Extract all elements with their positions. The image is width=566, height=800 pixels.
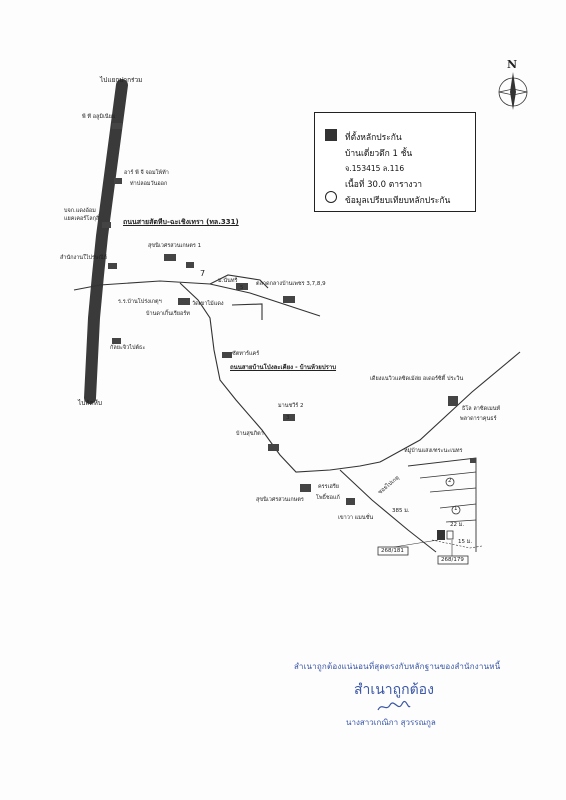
label-distance-385: 385 ม.	[392, 508, 410, 514]
road-side	[231, 303, 263, 320]
label-top-highway: ไปแยกปากร่วม	[100, 76, 143, 84]
label-store-sign: 7	[200, 269, 206, 278]
house-icon	[283, 414, 295, 421]
label-plot-1: 268/181	[381, 548, 404, 554]
label-house-mid: บ้านสุขภิตา	[236, 431, 264, 437]
building-icon	[112, 123, 122, 129]
comparison-marker	[446, 530, 454, 540]
label-distance-15: 15 ม.	[458, 539, 473, 545]
plot-box-1	[377, 546, 409, 556]
label-near-3: สุขนิเวศรสวนเกษตร	[256, 497, 304, 503]
legend-collateral-label: ที่ตั้งหลักประกัน	[345, 133, 402, 143]
stamp-line-1: สำเนาถูกต้องแน่นอนที่สุดตรงกับหลักฐานของ…	[294, 662, 501, 671]
road-connector	[209, 274, 269, 289]
building-icon	[114, 178, 122, 184]
plot-box-2	[437, 555, 469, 565]
plot-circle-1	[451, 505, 461, 515]
legend: ที่ตั้งหลักประกัน บ้านเดี่ยวตึก 1 ชั้น จ…	[314, 112, 476, 212]
label-near-4: เขาวา แมนชั่น	[338, 515, 374, 521]
label-plaza: พลาดาราคุนธร์	[460, 416, 497, 422]
certification-stamp: สำเนาถูกต้องแน่นอนที่สุดตรงกับหลักฐานของ…	[270, 652, 510, 732]
label-plot-marker-1: 1	[454, 506, 458, 512]
label-village-right: เดียงแนวิวแลซิดเม้ล่ย อเดอร์ซิตี้ ประวิน	[370, 376, 464, 382]
stamp-line-2: สำเนาถูกต้อง	[354, 682, 434, 698]
label-near-2: โพธิ์ชอแก้	[316, 495, 340, 501]
label-road-331: ถนนสายสัตหีบ-ฉะเชิงเทรา (ทล.331)	[123, 218, 239, 226]
label-sign-5: 5	[240, 285, 244, 291]
building-icon	[186, 262, 194, 268]
lane-4	[445, 519, 477, 523]
stamp-line-3: นางสาวเกณิกา สุวรรณกูล	[346, 718, 436, 727]
label-sign-left: บ้านดาเกิ้นเรียอร์ท	[146, 311, 190, 317]
plot-leader-1	[393, 539, 439, 548]
lane-3	[439, 503, 477, 509]
label-sign-3: 3	[286, 415, 290, 421]
label-house-right: ธิโล ลาซิดเมนท์	[462, 406, 501, 412]
collateral-marker-icon	[325, 129, 337, 141]
north-label: N	[507, 58, 518, 71]
lane-1	[419, 471, 477, 479]
label-shop-left: กัลยะจิวไปต์ธะ	[110, 345, 146, 351]
label-plot-marker-2: 2	[448, 478, 452, 484]
label-pt-station: อาร์ พี จี จอมโพ้ท้า	[124, 170, 169, 176]
house-icon	[178, 298, 190, 305]
building-icon	[448, 396, 458, 406]
compass: N	[493, 58, 533, 116]
label-village-right-2: หมู่บ้านแสงเฑระนะเนทร	[404, 448, 463, 454]
label-road-mid: ถนนสายบ้านโป่งละเคียง - บ้านห้วยปราบ	[230, 364, 337, 371]
building-icon	[346, 498, 355, 505]
landmarks	[102, 123, 476, 505]
parcel-line	[431, 539, 483, 549]
road-to-property	[339, 469, 437, 553]
label-bottom-highway: ไปสัตหีบ	[78, 399, 102, 407]
label-near-1: ครรเฮรีย	[318, 484, 340, 490]
label-cafe: ซัตทาร์แคร์	[232, 351, 260, 357]
label-shop: ม.นันทรี	[218, 278, 238, 284]
property-marker	[437, 530, 445, 540]
label-clinic: วัดเขาไม้แดง	[192, 301, 224, 307]
label-temple: ร.ร.บ้านโปร่งเกตุฯ	[118, 299, 162, 305]
road-331-branch	[73, 280, 321, 317]
label-market-road: ตลาดกลางบ้านเพชร 3,7,8,9	[256, 281, 326, 287]
legend-deed: จ.153415 ล.116	[345, 164, 405, 173]
label-school-left-2: แยคเคอร์โลกุลี่	[64, 216, 100, 222]
plot-circle-2	[445, 477, 455, 487]
building-icon	[470, 458, 476, 463]
highway-331	[84, 79, 128, 404]
building-icon	[102, 222, 111, 228]
label-plot-2: 268/179	[441, 557, 464, 563]
comparison-marker-icon	[325, 191, 337, 203]
legend-property-type: บ้านเดี่ยวตึก 1 ชั้น	[345, 149, 413, 159]
label-distance-22: 22 ม.	[450, 522, 465, 528]
legend-comparison-label: ข้อมูลเปรียบเทียบหลักประกัน	[345, 196, 451, 206]
label-office-left: สำนักงานใไปรษณีย์	[60, 255, 107, 261]
legend-area: เนื้อที่ 30.0 ตารางวา	[345, 180, 423, 190]
house-icon	[268, 444, 279, 451]
house-icon	[300, 484, 311, 492]
road-winding	[179, 282, 521, 473]
compass-rose-icon	[498, 72, 528, 110]
lane-2	[429, 487, 477, 493]
building-icon	[222, 352, 232, 358]
house-icon	[283, 296, 295, 303]
house-icon	[164, 254, 176, 261]
signature	[377, 700, 411, 711]
label-gas-station: พี ที อลูมิเนียม	[82, 114, 116, 120]
house-icon	[236, 283, 248, 290]
label-pt-station-2: ท่าปลอมวันออก	[130, 181, 168, 187]
building-icon	[112, 338, 121, 344]
building-icon	[108, 263, 117, 269]
label-resort: สุขนิเวศรสวนเกษตร 1	[148, 243, 202, 249]
label-school-left: บจก.แดงอ้อม	[64, 208, 96, 214]
label-village-2: มานชวีร์ 2	[278, 403, 304, 409]
